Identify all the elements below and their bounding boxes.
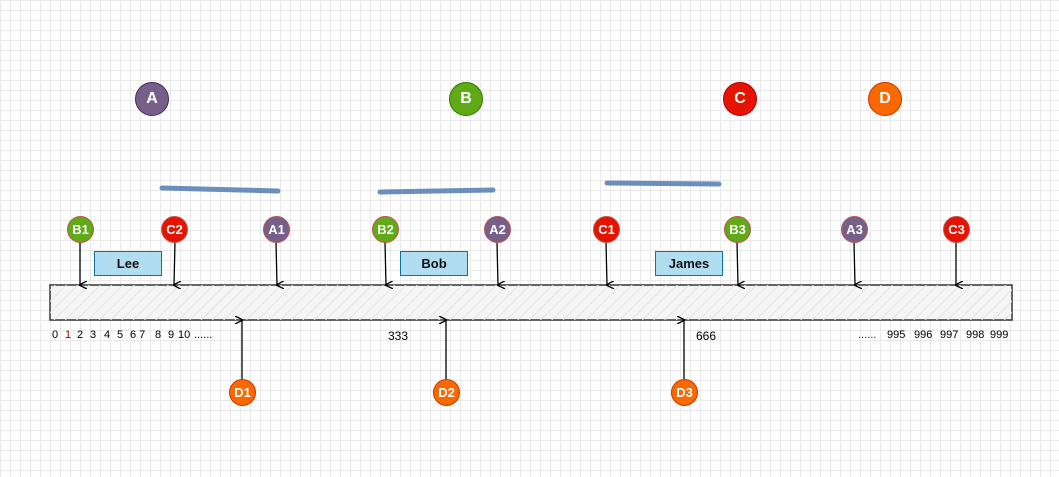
pointer-arrows [80,241,956,379]
group-c-node: C [723,82,757,116]
pointer-a1: A1 [263,216,290,243]
index-10: 10 [178,329,191,341]
pointer-c3: C3 [943,216,970,243]
pointer-b3: B3 [724,216,751,243]
pointer-c1: C1 [593,216,620,243]
index-1: 1 [65,329,72,341]
pointer-b2: B2 [372,216,399,243]
range-lines [159,180,722,195]
index-0: 0 [52,329,59,341]
group-a-node: A [135,82,169,116]
index-3: 3 [90,329,97,341]
label-bob: Bob [400,251,468,276]
label-james: James [655,251,723,276]
index-998: 998 [966,329,985,341]
index-9: 9 [168,329,175,341]
index-997: 997 [940,329,959,341]
label-lee: Lee [94,251,162,276]
index-4: 4 [104,329,111,341]
index-8: 8 [155,329,162,341]
index-999: 999 [990,329,1009,341]
pointer-d2: D2 [433,379,460,406]
group-b-node: B [449,82,483,116]
index-333: 333 [388,329,409,343]
pointer-c2: C2 [161,216,188,243]
ellipsis-end: ...... [858,329,877,341]
pointer-a2: A2 [484,216,511,243]
pointer-d1: D1 [229,379,256,406]
pointer-d3: D3 [671,379,698,406]
pointer-b1: B1 [67,216,94,243]
index-2: 2 [77,329,84,341]
group-d-node: D [868,82,902,116]
index-995: 995 [887,329,906,341]
index-5: 5 [117,329,124,341]
ellipsis-start: ...... [194,329,213,341]
index-996: 996 [914,329,933,341]
pointer-a3: A3 [841,216,868,243]
index-666: 666 [696,329,717,343]
index-6-7: 6 7 [130,329,146,341]
